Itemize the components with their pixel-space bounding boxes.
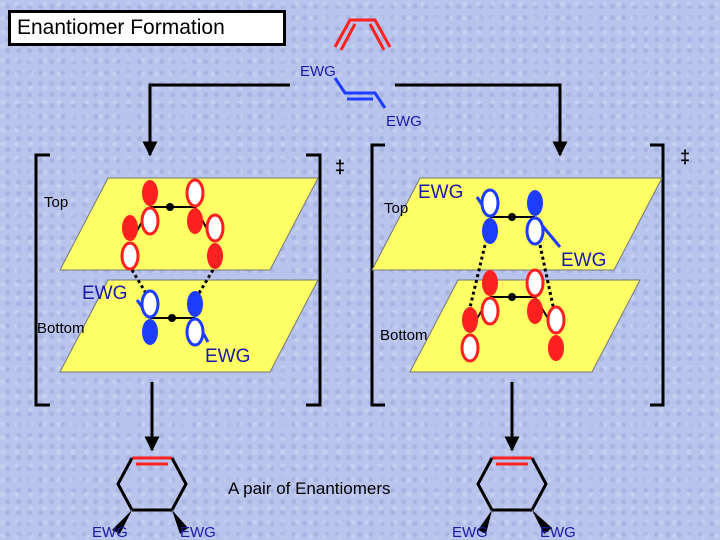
right-bottom-label: Bottom: [380, 327, 428, 344]
left-ts-ewg-lower-label: EWG: [205, 346, 250, 367]
left-product-cyclohexene: [112, 456, 188, 534]
right-ts-ewg-lower-label: EWG: [561, 250, 606, 271]
right-ts-ewg-upper-label: EWG: [418, 182, 463, 203]
left-diene-orbitals: [120, 178, 225, 271]
left-ts-brackets: [34, 153, 322, 407]
left-top-label: Top: [44, 194, 68, 211]
right-product-hashed-wedge: [532, 510, 552, 534]
right-top-label: Top: [384, 200, 408, 217]
dienophile-structure: [333, 77, 387, 109]
right-ts-brackets: [370, 143, 665, 407]
right-bottom-plane: [409, 279, 641, 373]
left-bottom-label: Bottom: [37, 320, 85, 337]
dienophile-ewg-top-label: EWG: [300, 63, 336, 80]
right-forming-bonds: [465, 244, 558, 321]
left-product-hashed-wedge: [112, 510, 132, 534]
arrow-to-right-ts: [395, 83, 568, 157]
dienophile-ewg-bottom-label: EWG: [386, 113, 422, 130]
arrow-to-left-ts: [142, 83, 290, 157]
right-dienophile-orbitals: [475, 188, 562, 248]
left-product-solid-wedge: [172, 510, 188, 534]
right-diene-orbitals: [460, 268, 566, 363]
left-ts-dagger: ‡: [335, 157, 345, 177]
right-ts-dagger: ‡: [680, 147, 690, 167]
left-product-ewg-right-label: EWG: [180, 524, 216, 540]
right-product-ewg-right-label: EWG: [540, 524, 576, 540]
page-title: Enantiomer Formation: [17, 16, 225, 39]
right-top-plane: [371, 177, 663, 271]
right-product-ewg-left-label: EWG: [452, 524, 488, 540]
title-box: Enantiomer Formation: [8, 10, 286, 46]
left-product-ewg-left-label: EWG: [92, 524, 128, 540]
butadiene-structure: [333, 18, 392, 51]
left-dienophile-orbitals: [135, 289, 210, 347]
enantiomers-caption: A pair of Enantiomers: [228, 479, 391, 498]
left-ts-ewg-upper-label: EWG: [82, 283, 127, 304]
right-product-cyclohexene: [476, 456, 552, 534]
right-product-solid-wedge: [478, 510, 492, 534]
